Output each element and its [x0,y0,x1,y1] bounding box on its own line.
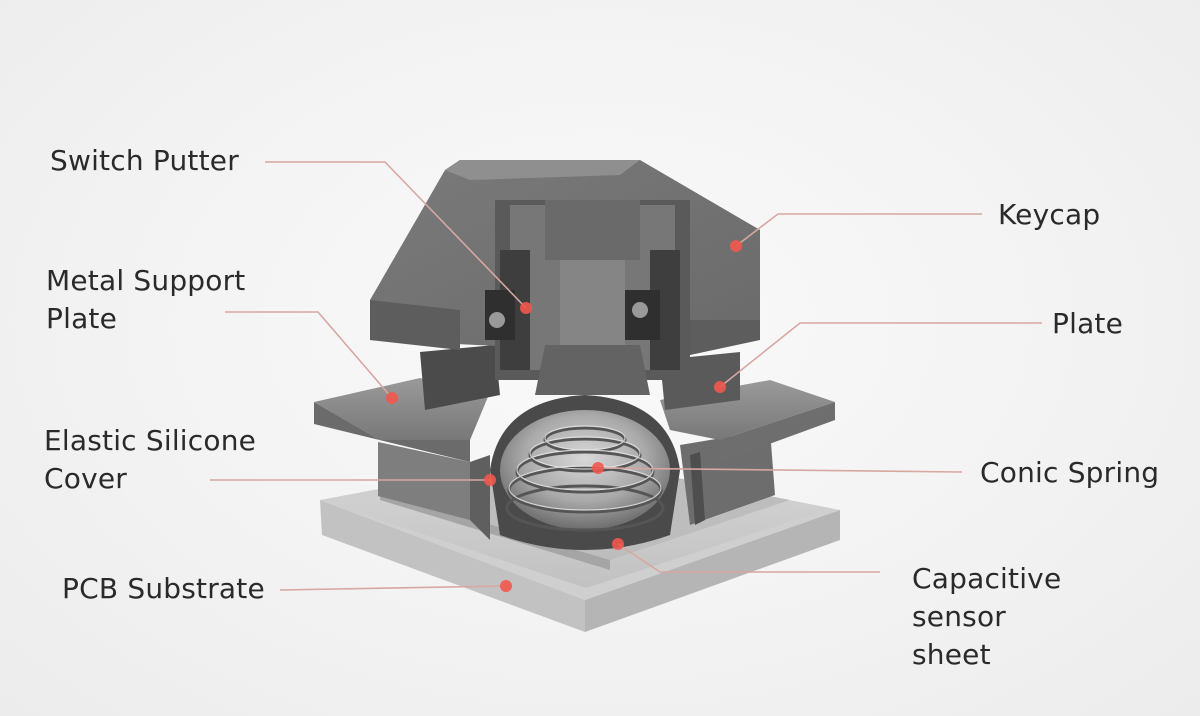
marker-switch-putter [520,302,532,314]
leader-plate [719,322,1042,388]
marker-elastic-silicone-cover [484,474,496,486]
leader-metal-support-plate [225,311,393,399]
leader-keycap [735,213,982,247]
label-capacitive-sensor-sheet: Capacitive sensor sheet [912,562,1062,671]
marker-dots [386,240,742,592]
marker-plate [714,381,726,393]
label-conic-spring: Conic Spring [980,456,1160,489]
keycap-part [370,160,760,395]
leader-capacitive-sensor-sheet [617,543,880,573]
leader-conic-spring [597,467,963,473]
leader-pcb-substrate [279,585,507,591]
label-plate: Plate [1052,307,1124,340]
marker-pcb-substrate [500,580,512,592]
label-elastic-silicone-cover: Elastic Silicone Cover [44,424,257,495]
label-switch-putter: Switch Putter [50,144,239,177]
marker-metal-support-plate [386,392,398,404]
elastic-silicone-cover-part [378,430,775,540]
marker-keycap [730,240,742,252]
marker-capacitive-sensor-sheet [612,538,624,550]
label-pcb-substrate: PCB Substrate [62,572,265,605]
leader-switch-putter [265,161,527,309]
label-keycap: Keycap [998,198,1101,231]
leader-lines [210,161,1042,591]
conic-spring-part [490,395,680,550]
label-metal-support-plate: Metal Support Plate [46,264,246,335]
marker-conic-spring [592,462,604,474]
